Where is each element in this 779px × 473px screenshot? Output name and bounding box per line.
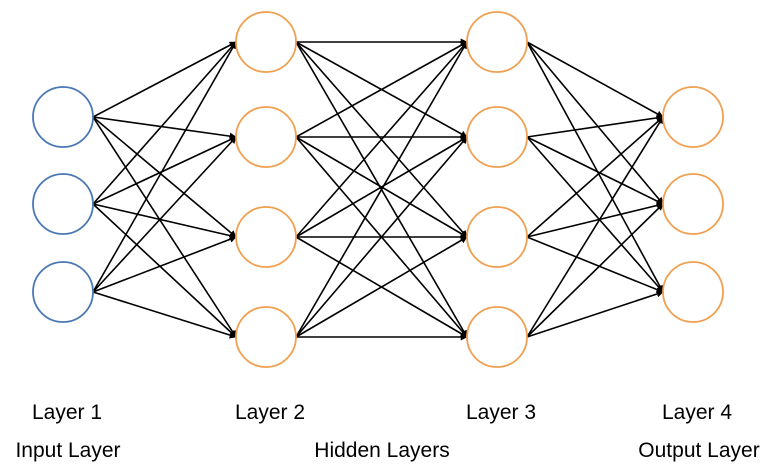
connection-arrow xyxy=(92,41,237,293)
nodes-group xyxy=(32,11,724,368)
connection-arrow xyxy=(295,41,468,338)
layer-3-node xyxy=(466,306,528,368)
layer-1-label: Layer 1 xyxy=(31,401,103,424)
connection-arrow xyxy=(526,116,664,238)
connection-arrow xyxy=(92,136,237,205)
connection-arrow xyxy=(526,136,664,205)
layer-2-node xyxy=(235,206,297,268)
connection-arrow xyxy=(526,116,664,338)
layer-2-node xyxy=(235,106,297,168)
output-layer-label: Output Layer xyxy=(638,439,760,462)
connection-arrow xyxy=(526,41,664,293)
layer-3-label: Layer 3 xyxy=(465,401,537,424)
layer-1-node xyxy=(32,261,94,323)
layer-4-label: Layer 4 xyxy=(661,401,733,424)
layer-3-node xyxy=(466,11,528,73)
connection-arrow xyxy=(92,291,237,339)
layer-2-label: Layer 2 xyxy=(234,401,306,424)
layer-1-node xyxy=(32,86,94,148)
connection-arrow xyxy=(92,41,237,205)
connection-arrow xyxy=(526,203,664,338)
connection-arrow xyxy=(92,235,237,293)
connection-arrow xyxy=(295,136,468,238)
connection-arrow xyxy=(526,41,664,118)
connection-arrow xyxy=(92,136,237,293)
connection-arrow xyxy=(92,203,237,239)
connection-arrow xyxy=(295,41,468,138)
connection-arrow xyxy=(295,236,468,338)
connection-arrow xyxy=(526,114,664,138)
connection-arrow xyxy=(526,41,664,205)
connection-arrow xyxy=(526,290,664,338)
connection-arrow xyxy=(92,41,237,118)
layer-2-node xyxy=(235,11,297,73)
connection-arrow xyxy=(295,136,468,338)
layer-4-node xyxy=(662,86,724,148)
layer-3-node xyxy=(466,206,528,268)
layer-4-node xyxy=(662,173,724,235)
connection-arrow xyxy=(92,116,237,338)
layer-1-node xyxy=(32,173,94,235)
connection-arrow xyxy=(526,236,664,293)
layer-4-node xyxy=(662,261,724,323)
connection-arrow xyxy=(92,116,237,238)
connection-arrow xyxy=(526,202,664,238)
hidden-layers-label: Hidden Layers xyxy=(314,439,450,462)
connection-arrow xyxy=(295,41,468,238)
connection-arrow xyxy=(526,136,664,293)
connection-arrow xyxy=(92,116,237,140)
input-layer-label: Input Layer xyxy=(15,439,121,462)
layer-2-node xyxy=(235,306,297,368)
layer-3-node xyxy=(466,106,528,168)
connection-arrow xyxy=(92,203,237,338)
connections-group xyxy=(92,38,664,341)
